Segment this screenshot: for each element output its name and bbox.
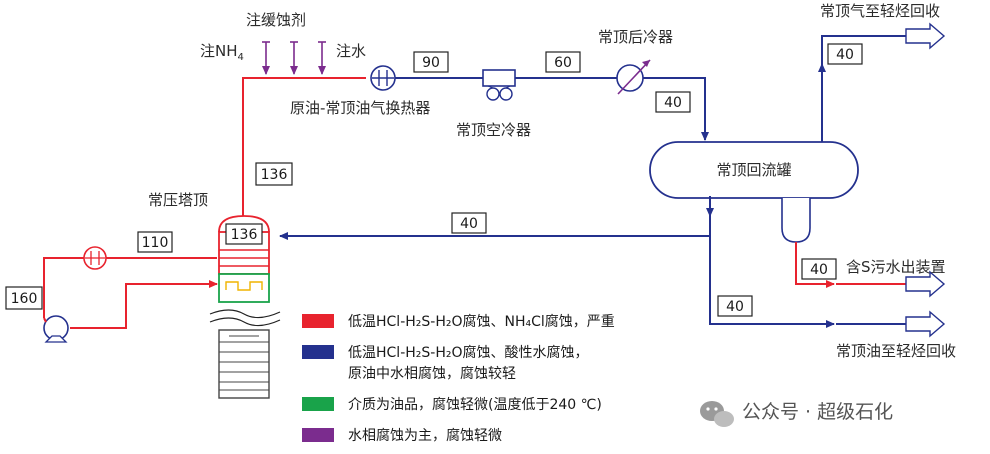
temp-box-40-reflux: 40 [451,212,487,234]
oil-outlet-line [709,236,835,328]
svg-text:40: 40 [664,95,682,111]
legend-text-mild-2: 原油中水相腐蚀，腐蚀较轻 [348,365,516,382]
tower-top-label: 常压塔顶 [148,191,208,209]
svg-text:136: 136 [261,167,288,183]
wechat-icon [700,401,734,427]
svg-text:90: 90 [422,55,440,71]
air-cooler-symbol [482,69,516,101]
sour-water-arrow [905,270,946,298]
legend-text-severe: 低温HCl-H₂S-H₂O腐蚀、NH₄Cl腐蚀，严重 [348,313,615,330]
temp-box-40-water: 40 [801,258,837,280]
pump-symbol [43,315,69,343]
svg-text:40: 40 [836,47,854,63]
temp-box-136-line: 136 [255,162,293,186]
temp-box-110: 110 [137,231,173,253]
sour-water-label: 含S污水出装置 [846,258,946,276]
air-cooler-label: 常顶空冷器 [456,121,531,139]
legend-text-mild: 低温HCl-H₂S-H₂O腐蚀、酸性水腐蚀， [348,344,588,361]
after-cooler-symbol [616,59,651,95]
reflux-drum [649,141,859,243]
svg-text:60: 60 [554,55,572,71]
inhibitor-injection-label: 注缓蚀剂 [246,11,306,29]
legend-swatch-water [302,428,334,442]
pumparound-loop [43,257,218,329]
reflux-drum-label: 常顶回流罐 [716,161,791,179]
watermark: 公众号 · 超级石化 [700,401,893,427]
temp-box-160: 160 [5,286,43,310]
svg-text:公众号 · 超级石化: 公众号 · 超级石化 [742,401,893,423]
nh4-injection-label: 注NH4 [200,42,244,63]
svg-text:40: 40 [810,262,828,278]
svg-text:160: 160 [11,291,38,307]
temp-box-40-oil: 40 [717,295,753,317]
temp-box-60: 60 [545,51,581,73]
temp-box-40-gas: 40 [827,43,863,65]
oil-outlet-arrow [905,310,946,338]
temp-box-40-after: 40 [655,91,691,113]
atmospheric-tower [209,215,281,399]
reflux-return-line [279,196,714,240]
legend-swatch-severe [302,314,334,328]
svg-text:110: 110 [142,235,169,251]
cooled-vapor-line [395,77,709,141]
water-injection-label: 注水 [336,42,366,60]
svg-text:136: 136 [231,227,258,243]
legend: 低温HCl-H₂S-H₂O腐蚀、NH₄Cl腐蚀，严重 低温HCl-H₂S-H₂O… [302,313,615,444]
crude-exchanger-symbol [370,65,396,91]
legend-swatch-slight [302,397,334,411]
overhead-vapor-line [242,77,366,220]
after-cooler-label: 常顶后冷器 [598,28,673,46]
temp-box-136-tower: 136 [225,223,263,245]
svg-text:40: 40 [460,216,478,232]
gas-outlet-label: 常顶气至轻烃回收 [820,2,940,20]
legend-swatch-mild [302,345,334,359]
oil-outlet-label: 常顶油至轻烃回收 [836,342,956,360]
legend-text-water: 水相腐蚀为主，腐蚀轻微 [348,427,502,444]
gas-outlet-line [818,35,906,142]
sour-water-line [795,242,835,288]
svg-text:40: 40 [726,299,744,315]
legend-text-slight: 介质为油品，腐蚀轻微(温度低于240 ℃) [348,396,602,413]
gas-outlet-arrow [905,22,946,50]
temp-box-90: 90 [413,51,449,73]
exchanger-label: 原油-常顶油气换热器 [290,99,430,117]
injection-arrows [262,41,326,75]
pumparound-exchanger [83,246,107,270]
